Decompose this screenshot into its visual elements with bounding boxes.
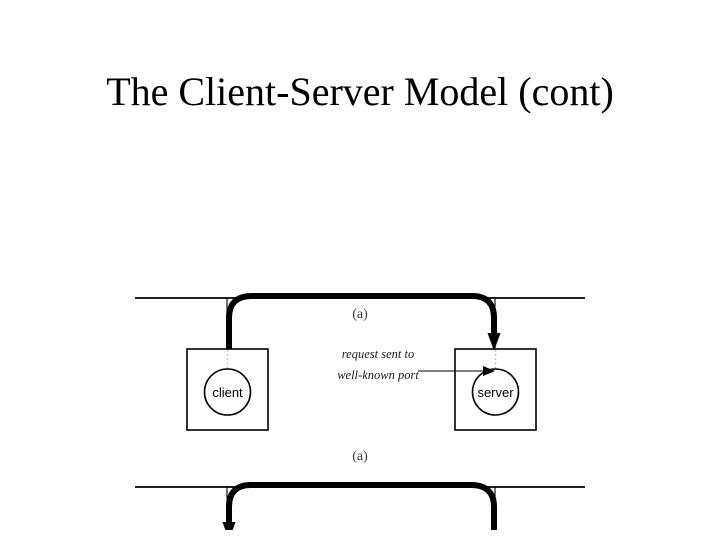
request-flow-arrowhead-a — [487, 333, 501, 351]
annotation-line2-a: well-known port — [337, 368, 419, 382]
figure-area: client server request sent to well-known… — [0, 140, 720, 530]
diagram-b: client server response sent to client's … — [135, 482, 585, 530]
client-server-figure: client server request sent to well-known… — [135, 293, 585, 530]
server-label-a: server — [477, 385, 514, 400]
page-title: The Client-Server Model (cont) — [106, 69, 614, 114]
response-flow-path-b — [226, 482, 497, 530]
client-label-a: client — [212, 385, 243, 400]
diagram-a: client server request sent to well-known… — [135, 293, 585, 431]
client-process-circle-a — [203, 368, 252, 416]
subcaption-a: (a) — [352, 449, 368, 464]
annotation-line1-a: request sent to — [342, 347, 414, 361]
server-process-circle-a — [471, 368, 520, 416]
annotation-arrowhead-a — [483, 366, 495, 376]
caption-a: (a) — [352, 307, 368, 322]
request-flow-path-a — [226, 293, 497, 349]
response-flow-arrowhead-b — [222, 522, 236, 530]
